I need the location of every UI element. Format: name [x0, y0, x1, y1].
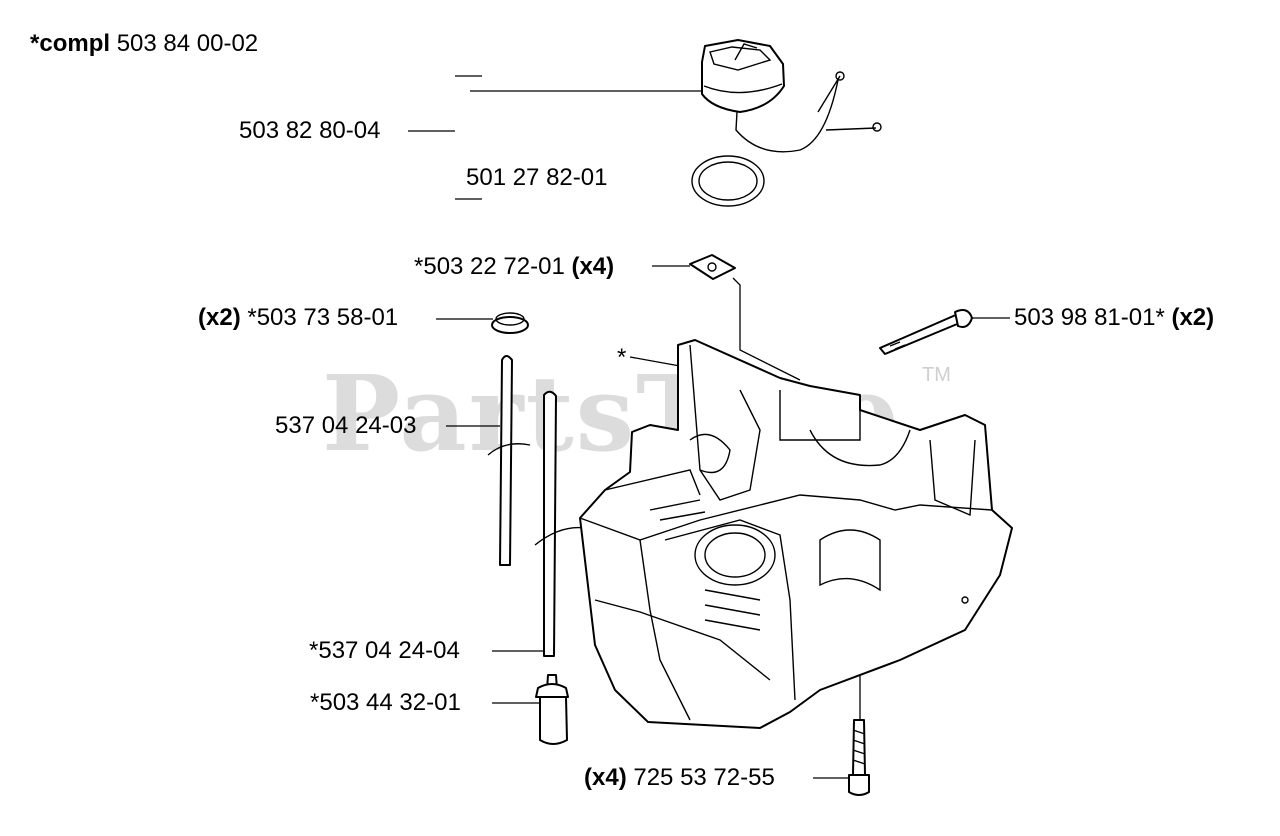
grommet-drawing — [491, 312, 529, 334]
grommet-part-number[interactable]: *503 73 58-01 — [247, 304, 399, 331]
clip-label: *503 22 72-01 (x4) — [414, 253, 614, 281]
screw-part-number[interactable]: 725 53 72-55 — [633, 764, 775, 791]
tank-star-marker: * — [617, 344, 627, 371]
o-ring-drawing — [691, 155, 765, 207]
compl-prefix: *compl — [30, 30, 111, 57]
filter-part-number[interactable]: *503 44 32-01 — [310, 689, 461, 716]
clip-qty: (x4) — [571, 253, 615, 280]
o-ring-part-number[interactable]: 501 27 82-01 — [466, 164, 608, 191]
fuel-cap-drawing — [701, 39, 882, 153]
clip-part-number[interactable]: *503 22 72-01 — [414, 253, 565, 280]
bolt-label: 503 98 81-01* (x2) — [1014, 304, 1214, 332]
clip-drawing — [689, 254, 736, 280]
leader-lines — [408, 75, 1010, 779]
trademark-mark: TM — [922, 364, 951, 386]
screw-label: (x4) 725 53 72-55 — [584, 764, 775, 792]
screw-drawing — [848, 719, 870, 796]
cap-part-number[interactable]: 503 82 80-04 — [239, 117, 381, 144]
screw-qty: (x4) — [584, 764, 627, 791]
hose-2-part-number[interactable]: *537 04 24-04 — [309, 637, 460, 664]
bolt-part-number[interactable]: 503 98 81-01* — [1014, 304, 1165, 331]
fuel-hoses-drawing — [487, 355, 586, 657]
fuel-filter-drawing — [535, 674, 569, 745]
bolt-qty: (x2) — [1171, 304, 1215, 331]
complete-assembly-label: *compl 503 84 00-02 — [30, 30, 258, 58]
grommet-qty: (x2) — [198, 304, 241, 331]
hose-1-part-number[interactable]: 537 04 24-03 — [275, 412, 417, 439]
fuel-tank-drawing — [579, 339, 1013, 729]
bolt-drawing — [879, 309, 973, 355]
grommet-label: (x2) *503 73 58-01 — [198, 304, 398, 332]
compl-part-number: 503 84 00-02 — [116, 30, 259, 57]
